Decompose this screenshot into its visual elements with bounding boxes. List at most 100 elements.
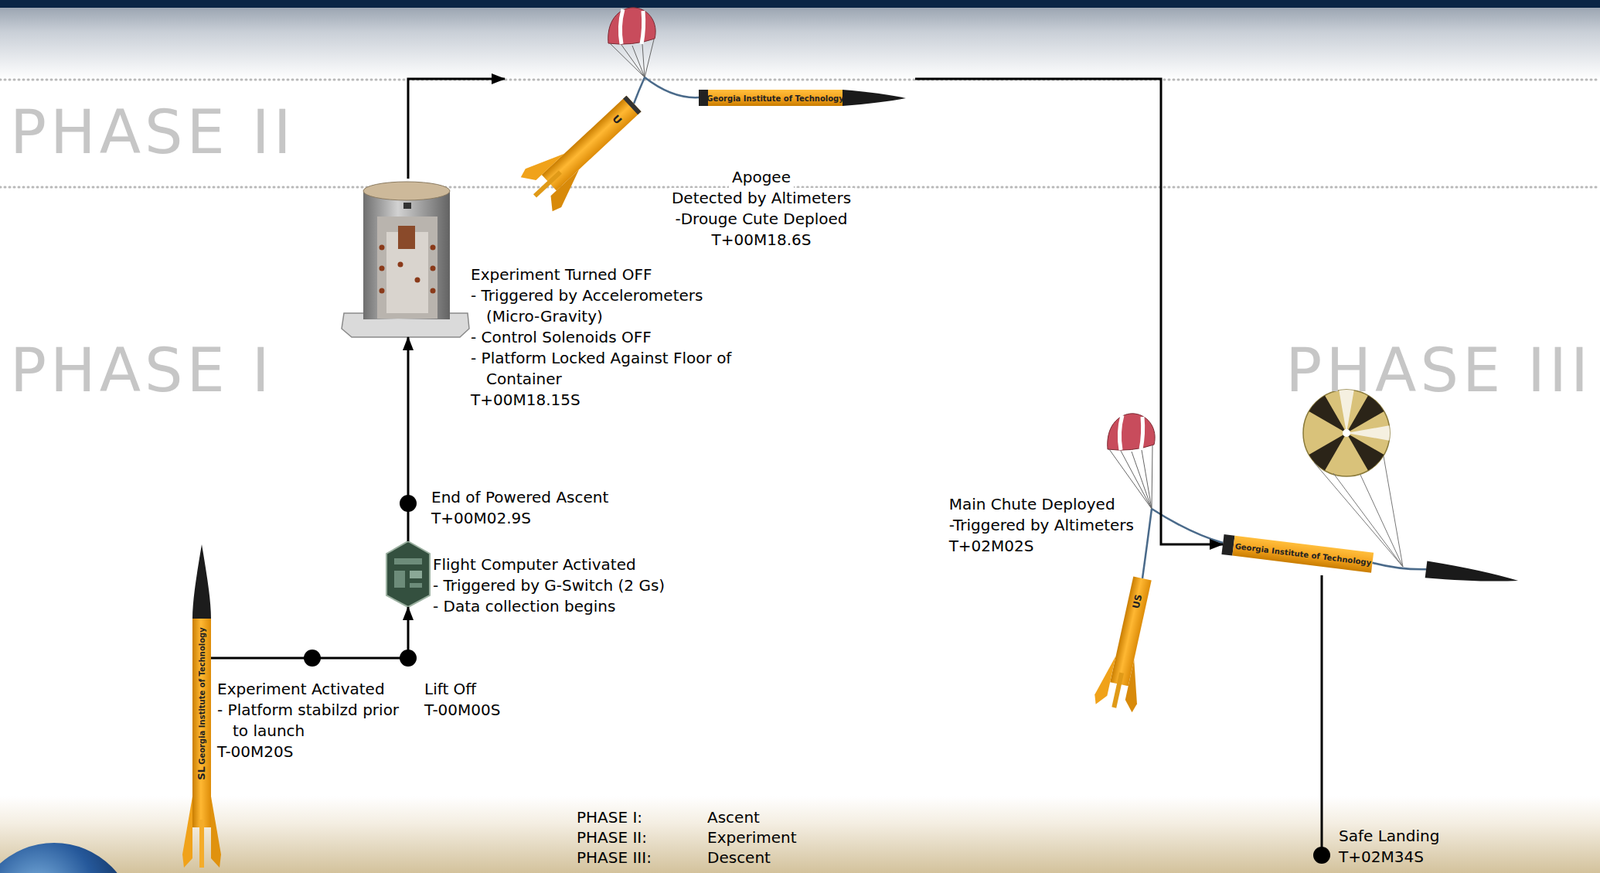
launch-rocket <box>192 618 212 828</box>
nose-section <box>698 89 709 106</box>
main-chute <box>1303 389 1403 567</box>
apogee-drogue-chute <box>641 10 644 45</box>
descent-drogue-chute <box>1109 449 1152 509</box>
event-title: Experiment Activated <box>217 678 411 700</box>
main-rocket <box>1371 562 1427 572</box>
event-title: Experiment Turned OFF <box>470 264 761 286</box>
descent-drogue-chute <box>1131 451 1152 509</box>
event-detail: T-00M00S <box>424 699 501 721</box>
booster-section <box>533 170 562 198</box>
descent-drogue-chute <box>1151 508 1223 543</box>
event-detail: -Triggered by Altimeters <box>949 514 1134 536</box>
event-text-group: ApogeeDetected by Altimeters-Drouge Cute… <box>668 166 855 251</box>
main-chute <box>1346 425 1390 440</box>
event-node: End of Powered AscentT+00M02.9S <box>408 483 612 532</box>
phase-key: PHASE II: <box>576 828 647 846</box>
flight-computer-icon <box>409 570 423 579</box>
phase-label: PHASE I <box>10 337 274 405</box>
flow-connector <box>408 78 505 179</box>
booster-section <box>1111 671 1124 708</box>
descent-drogue-chute <box>1107 413 1155 450</box>
phase-divider <box>0 79 1600 188</box>
booster-section <box>1092 573 1165 713</box>
apogee-drogue-chute <box>621 44 645 78</box>
flow-connector <box>407 337 410 484</box>
booster-section <box>518 142 565 187</box>
event-detail: -Drouge Cute Deploed <box>671 208 851 230</box>
experiment-container <box>430 265 436 272</box>
event-detail: - Platform Locked Against Floor of Conta… <box>470 347 761 390</box>
rocket-marking: US <box>1131 593 1145 610</box>
booster-section <box>544 169 590 214</box>
main-chute <box>1309 432 1348 471</box>
experiment-container <box>415 277 421 283</box>
phase-key: PHASE III: <box>576 848 652 866</box>
phase-key: Descent <box>707 848 771 866</box>
rocket-marking: U <box>609 112 624 126</box>
header-band <box>0 0 1600 80</box>
event-title: Main Chute Deployed <box>949 493 1134 515</box>
event-detail: T+00M18.15S <box>470 389 761 411</box>
apogee-drogue-chute <box>642 44 645 78</box>
booster-section <box>622 95 641 116</box>
earth-globe <box>0 842 136 873</box>
phase-divider <box>0 78 1600 82</box>
event-node: ApogeeDetected by Altimeters-Drouge Cute… <box>504 12 916 259</box>
event-detail: - Data collection begins <box>432 595 665 617</box>
descent-drogue-chute <box>1109 445 1153 509</box>
event-dot <box>303 649 321 667</box>
event-title: Apogee <box>728 166 794 188</box>
event-text-group: Experiment Turned OFF- Triggered by Acce… <box>470 264 761 411</box>
phase-key: Ascent <box>707 808 760 826</box>
nose-section <box>698 89 906 106</box>
booster-section <box>1123 659 1147 713</box>
main-chute <box>1346 432 1385 471</box>
apogee-drogue-chute <box>609 39 654 78</box>
flight-computer-icon <box>409 582 423 588</box>
main-rocket <box>1232 535 1374 573</box>
apogee-drogue-chute <box>608 7 656 45</box>
flight-computer-icon <box>394 570 406 588</box>
event-detail: - Triggered by Accelerometers (Micro-Gra… <box>470 285 761 327</box>
phase-label: PHASE III <box>1285 337 1593 405</box>
event-dot <box>399 649 417 667</box>
event-text-group: Flight Computer Activated- Triggered by … <box>432 554 665 617</box>
apogee-drogue-chute <box>609 43 645 78</box>
experiment-container <box>430 245 436 251</box>
launch-rocket <box>182 544 222 868</box>
title-bar <box>0 0 1600 8</box>
event-dot <box>399 494 417 512</box>
main-rocket <box>1425 560 1520 589</box>
apogee-drogue-chute <box>608 7 699 104</box>
event-detail: - Platform stabilzd prior to launch <box>217 699 411 742</box>
flow-connector <box>312 657 409 660</box>
event-text-group: Main Chute Deployed-Triggered by Altimet… <box>949 493 1134 557</box>
booster-section <box>1109 575 1152 686</box>
event-text-group: Lift OffT-00M00S <box>424 678 501 721</box>
experiment-container <box>363 181 450 201</box>
event-detail: - Triggered by G-Switch (2 Gs) <box>432 575 665 596</box>
main-chute <box>1383 456 1403 567</box>
flow-connector <box>1320 575 1324 823</box>
flow-connector <box>407 531 410 542</box>
flight-computer-icon <box>394 558 423 565</box>
experiment-container <box>430 288 436 294</box>
experiment-container <box>379 245 385 251</box>
rocket-marking: Georgia Institute of Technology <box>1234 541 1372 568</box>
experiment-container <box>377 216 438 319</box>
event-node: Lift OffT-00M00S <box>408 657 504 724</box>
flow-line <box>211 657 313 660</box>
event-detail: T+00M18.6S <box>708 229 815 251</box>
main-chute <box>1342 428 1351 437</box>
descent-drogue-chute <box>1140 416 1144 450</box>
flight-computer-icon <box>386 541 430 607</box>
launch-rocket <box>211 796 222 868</box>
rocket-marking: Georgia Institute of Technology <box>706 93 845 103</box>
event-title: Safe Landing <box>1338 825 1440 847</box>
event-node: Experiment Activated- Platform stabilzd … <box>217 657 414 766</box>
event-node: Flight Computer Activated- Triggered by … <box>386 541 430 607</box>
experiment-container <box>403 202 412 209</box>
apogee-drogue-chute <box>644 39 654 78</box>
experiment-container <box>363 190 450 320</box>
event-title: Flight Computer Activated <box>432 554 665 576</box>
